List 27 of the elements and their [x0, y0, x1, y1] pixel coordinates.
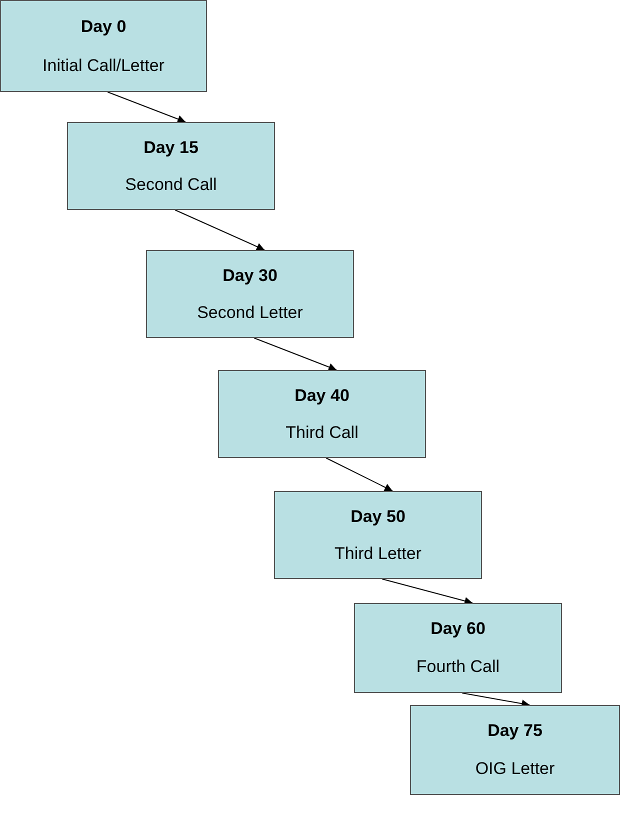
day-heading: Day 60: [430, 619, 486, 639]
step-box: [218, 370, 426, 458]
step-box: [410, 705, 620, 795]
day-heading: Day 30: [222, 266, 278, 286]
day-heading: Day 50: [350, 506, 406, 526]
step-box: [67, 122, 275, 210]
step-box: [354, 603, 562, 693]
step-label: Third Call: [286, 422, 358, 442]
step-box: [274, 491, 482, 579]
day-heading: Day 0: [80, 16, 126, 36]
arrow: [382, 578, 474, 605]
day-heading: Day 15: [144, 138, 198, 158]
step-label: OIG Letter: [475, 759, 555, 779]
arrow: [326, 458, 394, 492]
step-label: Second Letter: [197, 302, 303, 322]
step-box: [146, 250, 354, 338]
step-label: Fourth Call: [416, 657, 500, 677]
arrow: [462, 692, 530, 708]
step-label: Initial Call/Letter: [42, 56, 164, 76]
day-heading: Day 40: [294, 386, 350, 406]
arrow: [174, 210, 266, 250]
arrow: [107, 92, 186, 123]
day-heading: Day 75: [488, 721, 542, 741]
step-label: Third Letter: [334, 544, 422, 564]
arrow: [254, 338, 338, 371]
step-label: Second Call: [125, 174, 217, 194]
step-box: [0, 0, 207, 92]
